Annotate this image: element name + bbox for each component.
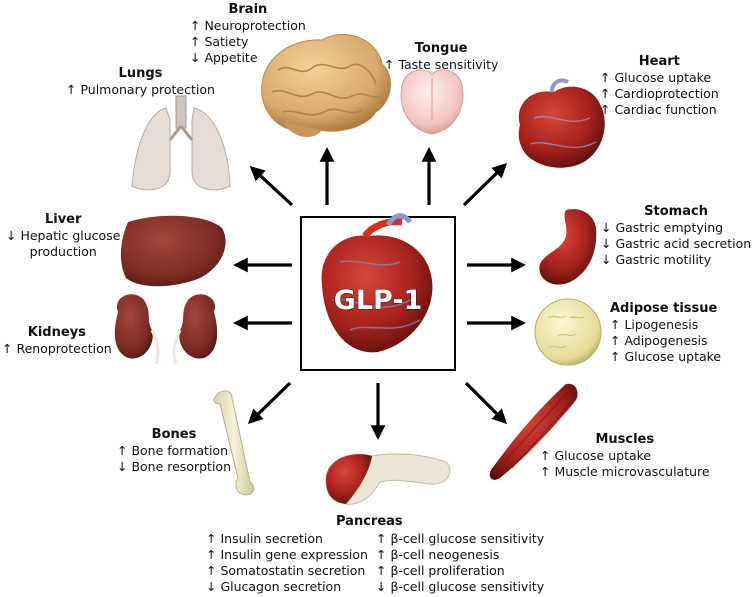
center-box: GLP-1 — [300, 213, 456, 371]
heart-center-icon — [321, 213, 433, 353]
kidneys-icon — [114, 294, 218, 365]
arrow-to-bones — [247, 381, 292, 425]
heart-icon — [518, 78, 605, 168]
kidneys-title: Kidneys — [27, 325, 86, 340]
lungs-icon — [131, 95, 231, 191]
pancreas-effects-left: ↑ Insulin secretion ↑ Insulin gene expre… — [206, 531, 368, 595]
adipose-icon — [534, 298, 602, 366]
pancreas-title: Pancreas — [336, 514, 403, 529]
tongue-label: Tongue ↑ Taste sensitivity — [384, 41, 498, 73]
heart-title: Heart — [638, 54, 680, 69]
brain-label: Brain ↑ Neuroprotection ↑ Satiety ↓ Appe… — [190, 2, 306, 66]
arrow-to-heart — [462, 162, 508, 207]
center-label: GLP-1 — [334, 285, 423, 316]
stomach-title: Stomach — [644, 204, 708, 219]
arrow-to-lungs — [249, 166, 294, 207]
liver-label: Liver ↓ Hepatic glucose production — [6, 212, 120, 260]
brain-effect: ↑ Satiety — [190, 34, 249, 49]
muscles-effect: ↑ Muscle microvasculature — [540, 464, 710, 479]
kidneys-label: Kidneys ↑ Renoprotection — [2, 325, 112, 357]
muscle-icon — [489, 383, 578, 480]
tongue-title: Tongue — [414, 41, 468, 56]
bone-icon — [213, 390, 255, 496]
pancreas-effect: ↑ Insulin gene expression — [206, 547, 368, 562]
stomach-effect: ↓ Gastric acid secretion — [601, 236, 752, 251]
arrows — [233, 147, 526, 440]
heart-effect: ↑ Cardiac function — [600, 102, 717, 117]
heart-label: Heart ↑ Glucose uptake ↑ Cardioprotectio… — [600, 54, 719, 118]
brain-effect: ↓ Appetite — [190, 50, 258, 65]
arrow-to-muscles — [464, 381, 508, 425]
brain-title: Brain — [228, 2, 268, 17]
adipose-label: Adipose tissue ↑ Lipogenesis ↑ Adipogene… — [610, 301, 721, 365]
liver-title: Liver — [44, 212, 82, 227]
muscles-title: Muscles — [595, 432, 655, 447]
pancreas-effect: ↑ β-cell proliferation — [376, 563, 505, 578]
heart-effect: ↑ Cardioprotection — [600, 86, 719, 101]
adipose-effect: ↑ Glucose uptake — [610, 349, 722, 364]
adipose-effect: ↑ Lipogenesis — [610, 317, 699, 332]
pancreas-title-wrap: Pancreas — [336, 514, 403, 530]
brain-icon — [261, 33, 391, 137]
muscles-label: Muscles ↑ Glucose uptake ↑ Muscle microv… — [540, 432, 710, 480]
liver-effect: production — [29, 244, 97, 259]
lungs-effect: ↑ Pulmonary protection — [66, 82, 215, 97]
liver-effect: ↓ Hepatic glucose — [6, 228, 121, 243]
pancreas-effect: ↑ Somatostatin secretion — [206, 563, 366, 578]
lungs-title: Lungs — [118, 66, 163, 81]
tongue-icon — [400, 69, 464, 135]
adipose-title: Adipose tissue — [610, 301, 718, 316]
adipose-effect: ↑ Adipogenesis — [610, 333, 708, 348]
heart-effect: ↑ Glucose uptake — [600, 70, 712, 85]
kidneys-effect: ↑ Renoprotection — [2, 341, 112, 356]
stomach-effect: ↓ Gastric emptying — [601, 220, 724, 235]
pancreas-icon — [325, 453, 451, 505]
stomach-label: Stomach ↓ Gastric emptying ↓ Gastric aci… — [601, 204, 751, 268]
tongue-effect: ↑ Taste sensitivity — [384, 57, 499, 72]
pancreas-effect: ↓ Glucagon secretion — [206, 579, 342, 594]
bones-label: Bones ↑ Bone formation ↓ Bone resorption — [117, 427, 231, 475]
liver-icon — [120, 215, 226, 287]
brain-effect: ↑ Neuroprotection — [190, 18, 306, 33]
pancreas-effect: ↑ β-cell neogenesis — [376, 547, 500, 562]
pancreas-effects-right: ↑ β-cell glucose sensitivity ↑ β-cell ne… — [376, 531, 544, 595]
stomach-effect: ↓ Gastric motility — [601, 252, 712, 267]
bones-effect: ↑ Bone formation — [117, 443, 229, 458]
bones-effect: ↓ Bone resorption — [117, 459, 231, 474]
stomach-icon — [539, 208, 597, 285]
pancreas-effect: ↑ β-cell glucose sensitivity — [376, 531, 545, 546]
pancreas-effect: ↑ Insulin secretion — [206, 531, 323, 546]
bones-title: Bones — [151, 427, 197, 442]
pancreas-effect: ↓ β-cell glucose sensitivity — [376, 579, 545, 594]
lungs-label: Lungs ↑ Pulmonary protection — [66, 66, 215, 98]
muscles-effect: ↑ Glucose uptake — [540, 448, 652, 463]
